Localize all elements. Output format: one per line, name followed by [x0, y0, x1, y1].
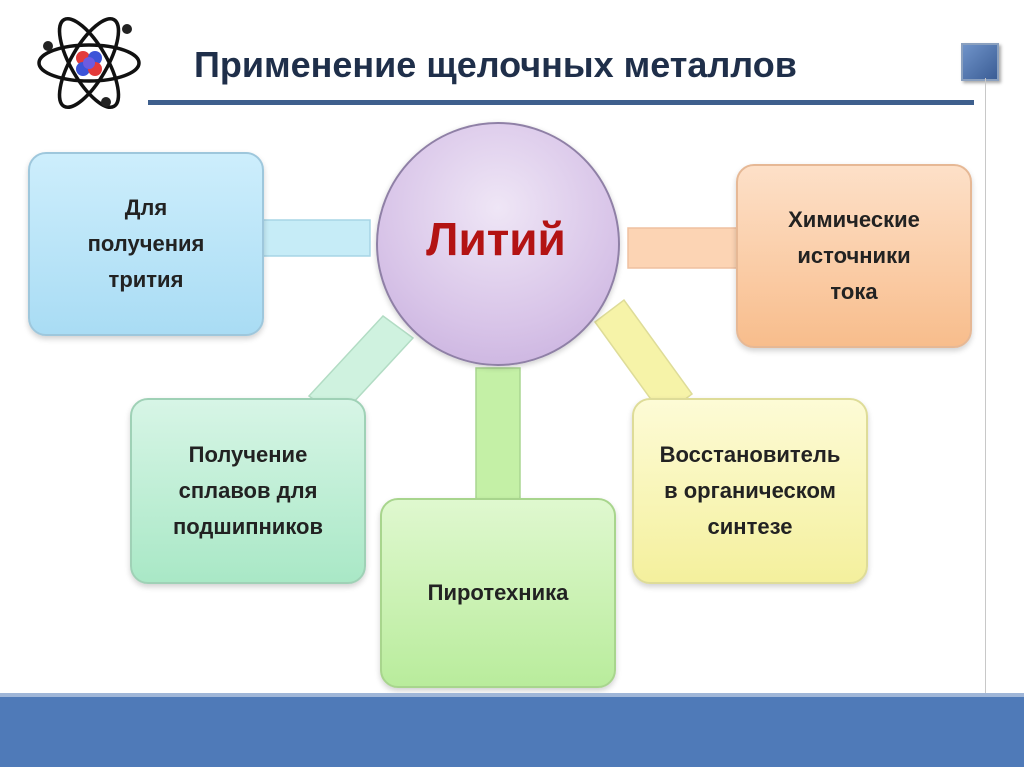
node-reductant-label: Восстановитель в органическом синтезе	[659, 442, 841, 539]
corner-square-icon	[961, 43, 999, 81]
node-tritium-label: Для получения трития	[87, 195, 205, 292]
connector-chemical	[627, 227, 739, 269]
node-pyrotechnics-label: Пиротехника	[427, 580, 569, 605]
center-label: Литий	[426, 213, 566, 265]
node-chemical-sources: Химические источники тока	[736, 164, 972, 348]
node-chemical-sources-label: Химические источники тока	[788, 207, 920, 304]
connector-reductant	[593, 298, 694, 418]
connector-tritium	[261, 219, 371, 257]
slide-title: Применение щелочных металлов	[194, 44, 797, 85]
node-alloys-label: Получение сплавов для подшипников	[172, 442, 324, 539]
center-circle	[376, 122, 620, 366]
node-tritium: Для получения трития	[28, 152, 264, 336]
footer-accent	[0, 693, 1024, 697]
connector-pyro	[475, 367, 521, 503]
title-underline	[148, 100, 974, 105]
right-divider	[985, 78, 986, 718]
node-alloys: Получение сплавов для подшипников	[130, 398, 366, 584]
node-reductant: Восстановитель в органическом синтезе	[632, 398, 868, 584]
node-pyrotechnics: Пиротехника	[380, 498, 616, 688]
footer-bar	[0, 697, 1024, 767]
atom-icon	[37, 17, 141, 109]
